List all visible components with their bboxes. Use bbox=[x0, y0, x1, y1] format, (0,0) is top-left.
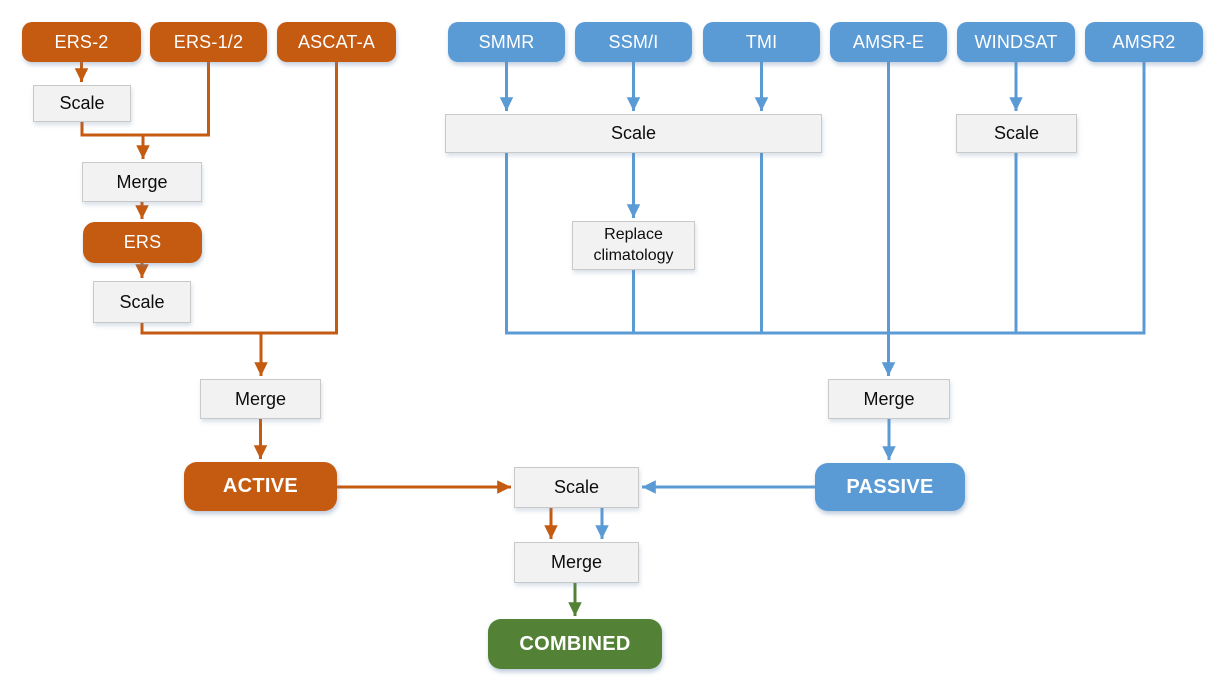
sensor-ssm-i: SSM/I bbox=[575, 22, 692, 62]
process-scale-ers: Scale bbox=[93, 281, 191, 323]
process-merge-final: Merge bbox=[514, 542, 639, 583]
node-active-product: ACTIVE bbox=[184, 462, 337, 511]
node-passive-product: PASSIVE bbox=[815, 463, 965, 511]
process-scale-passive: Scale bbox=[445, 114, 822, 153]
sensor-ascat-a: ASCAT-A bbox=[277, 22, 396, 62]
node-combined-product: COMBINED bbox=[488, 619, 662, 669]
process-scale-windsat: Scale bbox=[956, 114, 1077, 153]
sensor-amsr2: AMSR2 bbox=[1085, 22, 1203, 62]
process-scale-final: Scale bbox=[514, 467, 639, 508]
process-scale-ers-2: Scale bbox=[33, 85, 131, 122]
node-ers-merged: ERS bbox=[83, 222, 202, 263]
sensor-tmi: TMI bbox=[703, 22, 820, 62]
sensor-amsr-e: AMSR-E bbox=[830, 22, 947, 62]
process-merge-active: Merge bbox=[200, 379, 321, 419]
process-merge-passive: Merge bbox=[828, 379, 950, 419]
sensor-windsat: WINDSAT bbox=[957, 22, 1075, 62]
sensor-ers-2: ERS-2 bbox=[22, 22, 141, 62]
sensor-smmr: SMMR bbox=[448, 22, 565, 62]
sensor-ers-1-2: ERS-1/2 bbox=[150, 22, 267, 62]
process-merge-ers: Merge bbox=[82, 162, 202, 202]
process-replace-climatology: Replace climatology bbox=[572, 221, 695, 270]
